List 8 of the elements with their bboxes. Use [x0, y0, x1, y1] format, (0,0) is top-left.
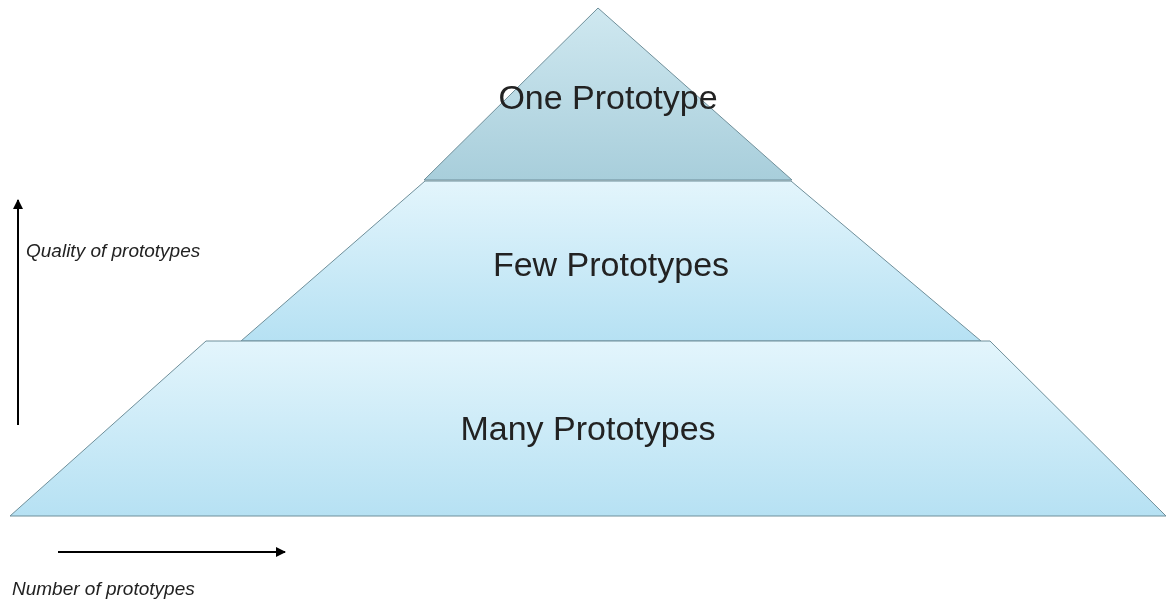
pyramid-tier [241, 181, 981, 341]
pyramid-tier [10, 341, 1166, 517]
tier-label: Many Prototypes [460, 409, 716, 448]
axis-label: Number of prototypes [12, 578, 195, 600]
axis-label: Quality of prototypes [26, 240, 201, 262]
tier-label: Few Prototypes [492, 245, 730, 284]
tier-label: One Prototype [498, 78, 718, 117]
pyramid-tier [424, 8, 792, 182]
